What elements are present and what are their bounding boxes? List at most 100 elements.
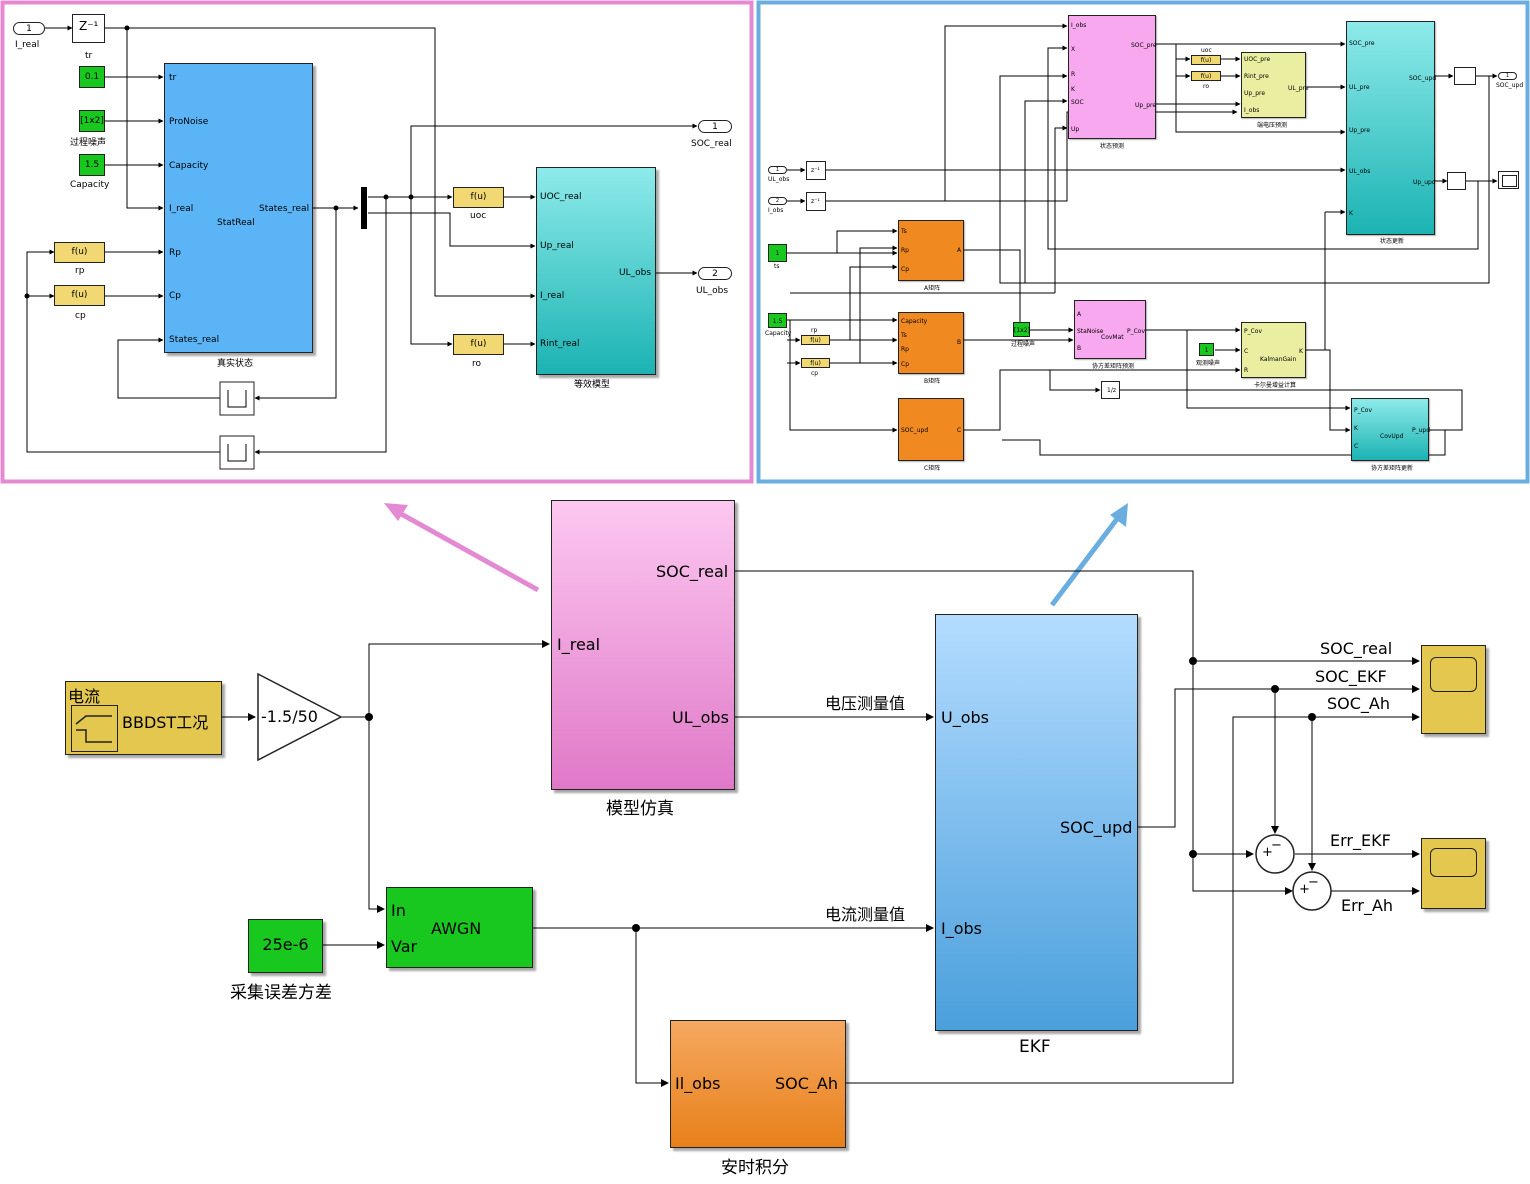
model-sim-caption: 模型仿真 [606,799,674,819]
scope-soc[interactable] [1421,645,1486,734]
signal-volt-meas: 电压测量值 [825,694,906,713]
a-matrix-block[interactable]: Ts Rp Cp A [898,220,964,281]
tr-fcn-cp[interactable]: f(u) [801,358,830,368]
kalman-caption: 卡尔曼增益计算 [1254,382,1297,389]
tr-fcn-cp-label: cp [811,370,819,377]
scope-soc-screen [1430,657,1477,692]
fcn-uoc-label: uoc [470,211,487,221]
state-predict-block[interactable]: I_obs X R K SOC Up SOC_pre Up_pre [1068,15,1157,139]
tr-fcn-ro-label: ro [1203,83,1210,90]
const-var-caption: 采集误差方差 [230,983,332,1003]
scope-error[interactable] [1421,838,1486,909]
tr-const-cap[interactable]: 1.5 [768,313,787,328]
tr-inport-ul-label: UL_obs [768,176,790,183]
gain-block [257,672,343,762]
ah-integration-block[interactable]: Il_obs SOC_Ah [670,1020,846,1148]
sum-ekf [1255,834,1295,874]
c-matrix-block[interactable]: SOC_upd C [898,398,964,461]
blue-pointer-arrow [1050,513,1122,607]
tr-fcn-ro[interactable]: f(u) [1191,71,1221,81]
outport-ul-obs[interactable]: 2 [698,267,732,280]
covupd-block[interactable]: P_Cov K C P_upd CovUpd [1351,398,1430,461]
awgn-block[interactable]: In AWGN Var [386,887,533,968]
sum-ekf-minus: − [1271,838,1282,853]
tr-inport-i-label: I_obs [768,207,784,214]
const-var-block[interactable]: 25e-6 [248,919,323,973]
right-subsystem-frame [756,0,1530,484]
tr-delay-i[interactable]: z⁻¹ [806,192,826,211]
tr-fcn-uoc-label: uoc [1201,47,1212,54]
kalman-gain-block[interactable]: P_Cov C R K KalmanGain [1241,322,1306,378]
mux-bar [361,187,367,229]
tr-const-noise[interactable]: [1x2] [1013,322,1030,337]
b-matrix-block[interactable]: Capacity Ts Rp Cp B [898,312,964,374]
tr-const-cap-label: Capacity [765,330,792,337]
tr-fcn-rp[interactable]: f(u) [801,335,830,345]
covmat-block[interactable]: A StaNoise B P_Cov CovMat [1074,300,1146,359]
signal-soc-ekf: SOC_EKF [1315,667,1387,686]
signal-soc-real: SOC_real [1320,639,1393,658]
signal-soc-ah: SOC_Ah [1327,694,1391,713]
tr-delay-ul[interactable]: z⁻¹ [806,161,826,180]
signal-builder-icon [71,705,118,752]
signal-curr-meas: 电流测量值 [825,905,906,924]
statreal-caption: 真实状态 [217,359,254,369]
ekf-block[interactable]: U_obs SOC_upd I_obs [935,614,1138,1031]
pink-pointer-arrow [392,507,540,593]
fcn-ro-label: ro [472,359,482,369]
outport-soc-real-label: SOC_real [691,139,732,149]
sum-ah-minus: − [1308,875,1319,890]
tr-const-r[interactable]: 1 [1199,343,1214,356]
fcn-rp-label: rp [75,266,85,276]
tr-outport-soc[interactable]: 1 [1498,72,1517,80]
delay-tr-label: tr [85,51,93,61]
equiv-caption: 等效模型 [574,380,611,390]
tr-inport-ul[interactable]: 1 [768,166,787,174]
const-process-noise[interactable]: [1x2] [79,110,105,132]
tr-outport-soc-label: SOC_upd [1496,82,1524,89]
fcn-uoc[interactable]: f(u) [453,187,504,208]
current-source-block[interactable]: 电流 BBDST工况 [65,681,222,755]
model-sim-block[interactable]: SOC_real I_real UL_obs [551,500,735,790]
equiv-model-block[interactable]: UOC_real Up_real I_real Rint_real UL_obs [536,167,656,375]
a-matrix-caption: A矩阵 [924,285,941,292]
tr-const-ts[interactable]: 1 [768,244,787,262]
fcn-cp-label: cp [75,311,86,321]
const-capacity-label: Capacity [70,180,110,190]
sum-ah [1292,871,1332,911]
ekf-caption: EKF [1019,1037,1051,1057]
tr-fcn-uoc[interactable]: f(u) [1191,55,1221,65]
left-subsystem-frame [0,0,754,484]
tr-const-r-label: 观测噪声 [1196,360,1221,367]
outport-ul-obs-label: UL_obs [696,286,729,296]
tr-gain-soc[interactable] [1454,67,1476,85]
delay-tr[interactable]: Z⁻¹ [72,14,105,43]
state-update-block[interactable]: SOC_pre UL_pre Up_pre UL_obs K SOC_upd U… [1346,21,1436,235]
state-predict-caption: 状态预测 [1100,143,1125,150]
voltage-predict-caption: 端电压预测 [1257,122,1288,129]
tr-gain-up[interactable] [1447,172,1466,190]
tr-memory[interactable]: 1/z [1101,381,1120,399]
scope-error-screen [1430,848,1477,877]
fcn-cp[interactable]: f(u) [54,285,105,306]
fcn-rp[interactable]: f(u) [54,242,105,263]
statreal-block[interactable]: tr ProNoise Capacity I_real Rp Cp States… [164,63,313,353]
tr-inport-i[interactable]: 2 [768,197,787,205]
inport-i-real[interactable]: 1 [13,22,45,35]
const-tr[interactable]: 0.1 [79,66,105,88]
voltage-predict-block[interactable]: UOC_pre Rint_pre Up_pre I_obs UL_pre [1241,52,1309,118]
outport-soc-real[interactable]: 1 [698,120,732,133]
sum-ah-plus: + [1299,882,1310,897]
gain-value: -1.5/50 [261,707,318,726]
const-capacity[interactable]: 1.5 [79,154,105,176]
signal-err-ekf: Err_EKF [1330,831,1391,850]
inport-i-real-label: I_real [15,40,40,50]
covmat-caption: 协方差矩阵预测 [1092,363,1135,370]
const-noise-label: 过程噪声 [70,138,107,148]
c-matrix-caption: C矩阵 [924,465,941,472]
tr-const-ts-label: ts [774,263,780,270]
fcn-ro[interactable]: f(u) [453,334,504,355]
tr-scope[interactable] [1498,171,1519,189]
tr-const-noise-label: 过程噪声 [1011,341,1036,348]
